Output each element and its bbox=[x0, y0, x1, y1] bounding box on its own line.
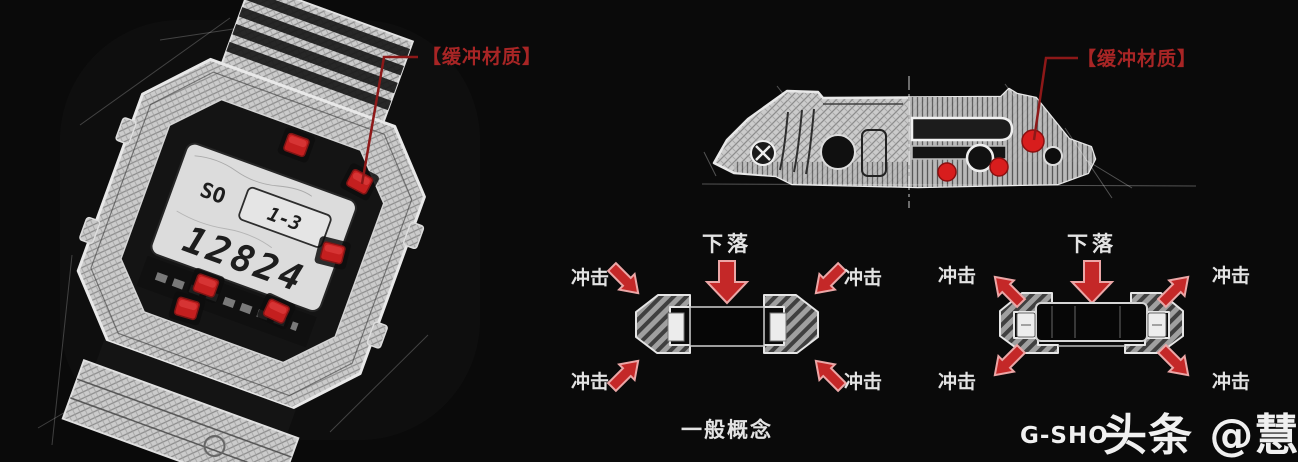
floating-module-block bbox=[1035, 302, 1148, 342]
lcd-date-box bbox=[238, 186, 332, 248]
module-edge bbox=[667, 312, 685, 342]
buffer-dot-icon bbox=[1021, 129, 1045, 153]
impact-label: 冲击 bbox=[1212, 370, 1250, 393]
module-streaks bbox=[1051, 306, 1121, 338]
module-block bbox=[689, 306, 765, 347]
watch-bottom-strap bbox=[61, 339, 300, 462]
caption-general-concept: 一般概念 bbox=[681, 418, 773, 442]
brand-partial-text: G-SHO bbox=[1020, 423, 1109, 449]
watch-brand-band bbox=[136, 255, 317, 348]
impact-label: 冲击 bbox=[1212, 264, 1250, 287]
buffer-dot-icon bbox=[937, 162, 957, 182]
drop-label: 下落 bbox=[702, 232, 752, 256]
side-slot bbox=[861, 129, 887, 177]
module-section-details bbox=[910, 116, 1063, 182]
side-hole bbox=[1043, 146, 1063, 166]
watch-top-strap bbox=[220, 0, 415, 124]
buffer-dot-icon bbox=[989, 157, 1009, 177]
watch-case-innerline bbox=[90, 71, 413, 397]
module-slot bbox=[910, 116, 1014, 142]
side-view-sketch: 【缓冲材质】 bbox=[701, 47, 1197, 208]
impact-label: 冲击 bbox=[571, 266, 609, 289]
leader-line-right bbox=[1032, 56, 1078, 141]
impact-label: 冲击 bbox=[571, 370, 609, 393]
battery-circle bbox=[965, 143, 995, 173]
impact-label: 冲击 bbox=[844, 370, 882, 393]
leader-line-left bbox=[360, 55, 418, 185]
drop-label: 下落 bbox=[1067, 232, 1117, 256]
watermark-text: 头条 @慧跑 bbox=[1103, 410, 1298, 461]
side-construction-lines bbox=[701, 83, 1197, 199]
impact-label: 冲击 bbox=[938, 370, 976, 393]
side-exterior-details bbox=[750, 103, 903, 177]
buffer-material-label-right: 【缓冲材质】 bbox=[1077, 47, 1197, 70]
impact-label: 冲击 bbox=[938, 264, 976, 287]
module-edge bbox=[769, 312, 787, 342]
watch-buttons bbox=[79, 117, 425, 349]
concept-left-diagram: 下落 冲击 冲击 冲击 冲击 一般概念 bbox=[571, 232, 882, 442]
buffer-material-label-left: 【缓冲材质】 bbox=[422, 45, 542, 68]
watch-sketch: SO 1-3 12824 bbox=[37, 0, 542, 462]
concept-right-diagram: 下落 冲击 冲击 冲击 冲击 bbox=[938, 232, 1250, 393]
impact-label: 冲击 bbox=[844, 266, 882, 289]
button-hole bbox=[820, 134, 856, 170]
